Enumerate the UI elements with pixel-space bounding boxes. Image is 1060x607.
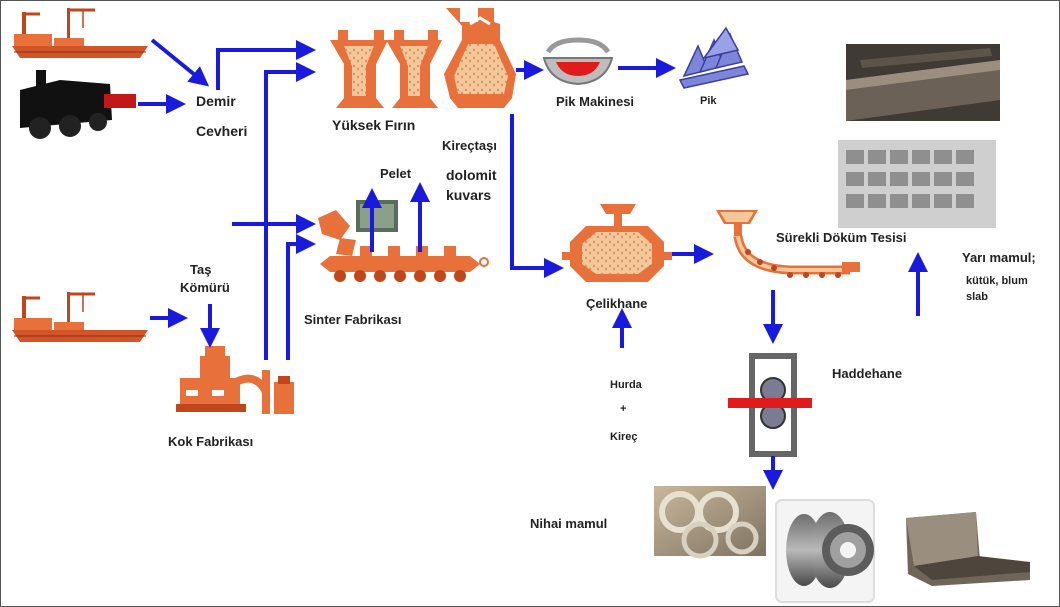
- rolling-mill-icon: [728, 356, 812, 454]
- steel-angle-photo: [906, 512, 1030, 586]
- label-kok-fabrikasi: Kok Fabrikası: [168, 434, 253, 449]
- arrow-furnace-to-steel: [512, 114, 560, 268]
- arrow-coke-to-sinter: [288, 244, 312, 360]
- label-plus: +: [620, 403, 626, 415]
- label-haddehane: Haddehane: [832, 366, 902, 381]
- label-yari-mamul: Yarı mamul;: [962, 250, 1036, 265]
- label-slab: slab: [966, 291, 988, 303]
- converter-icon: [562, 204, 672, 282]
- label-dolomit: dolomit: [446, 167, 497, 183]
- ship-icon: [12, 8, 148, 58]
- label-surekli-dokum: Sürekli Döküm Tesisi: [776, 230, 907, 245]
- label-yuksek-firin: Yüksek Fırın: [332, 117, 415, 133]
- label-tas: Taş: [190, 262, 211, 277]
- blast-furnace-icon: [330, 30, 388, 108]
- steel-coil-photo: [776, 500, 874, 602]
- label-celikhane: Çelikhane: [586, 296, 647, 311]
- label-sinter-fabrikasi: Sinter Fabrikası: [304, 312, 402, 327]
- sinter-plant-icon: [318, 200, 488, 282]
- blast-furnace-icon: [444, 8, 516, 108]
- train-icon: [20, 70, 136, 139]
- coke-plant-icon: [176, 346, 294, 414]
- ladle-icon: [544, 40, 612, 84]
- label-hurda: Hurda: [610, 379, 643, 391]
- blast-furnace-icon: [386, 30, 442, 108]
- label-cevheri: Cevheri: [196, 123, 247, 139]
- label-kirectasi: Kireçtaşı: [442, 138, 497, 153]
- wire-coil-photo: [654, 486, 766, 556]
- label-komuru: Kömürü: [180, 280, 230, 295]
- pig-iron-icon: [680, 28, 748, 88]
- label-pik-makinesi: Pik Makinesi: [556, 94, 634, 109]
- ship-icon: [12, 292, 148, 342]
- label-pik: Pik: [700, 95, 717, 107]
- label-kutuk-blum: kütük, blum: [966, 275, 1028, 287]
- flow-arrows: [138, 40, 918, 486]
- steel-billet-photo: [838, 140, 996, 228]
- label-nihai-mamul: Nihai mamul: [530, 516, 607, 531]
- label-pelet: Pelet: [380, 166, 412, 181]
- label-kirec: Kireç: [610, 431, 638, 443]
- label-kuvars: kuvars: [446, 187, 491, 203]
- steel-slab-photo: [846, 44, 1000, 121]
- label-demir: Demir: [196, 93, 236, 109]
- arrow-ship-to-ore: [152, 40, 206, 84]
